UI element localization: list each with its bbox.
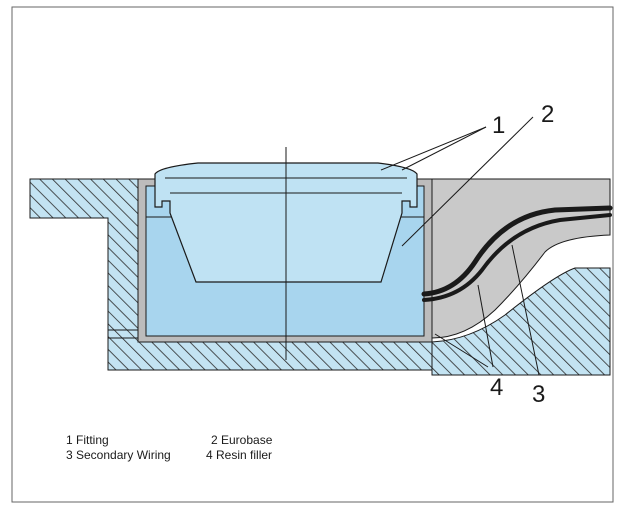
callout-eurobase: 2 xyxy=(541,101,554,128)
ground xyxy=(29,178,611,376)
legend: 1 Fitting 2 Eurobase 3 Secondary Wiring … xyxy=(66,433,273,462)
legend-item-secondary-wiring: 3 Secondary Wiring xyxy=(66,448,171,462)
leader-lines xyxy=(380,116,540,376)
legend-item-eurobase: 2 Eurobase xyxy=(211,433,273,447)
callout-resin-filler: 4 xyxy=(490,374,503,401)
callout-fitting: 1 xyxy=(492,112,505,139)
secondary-wiring xyxy=(421,205,613,302)
legend-item-fitting: 1 Fitting xyxy=(66,433,109,447)
callout-secondary-wiring: 3 xyxy=(532,381,545,408)
legend-item-resin-filler: 4 Resin filler xyxy=(206,448,272,462)
